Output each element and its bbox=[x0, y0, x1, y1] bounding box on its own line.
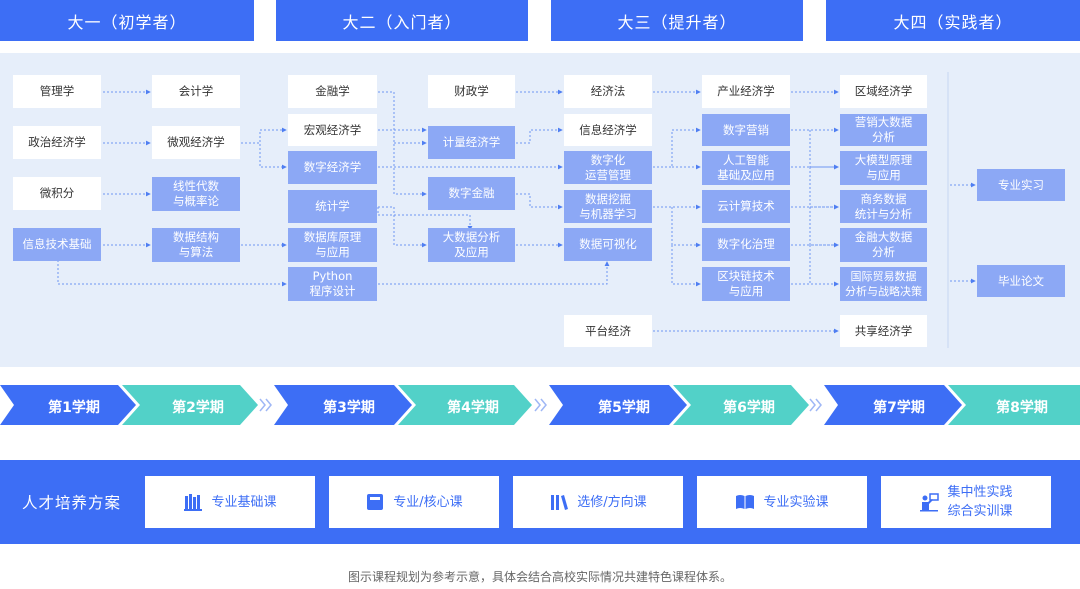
year-header-4: 大四（实践者） bbox=[826, 0, 1080, 41]
books-icon bbox=[184, 494, 203, 511]
semester-arrow-4 bbox=[398, 385, 532, 425]
course-jinrongdashuju: 金融大数据 分析 bbox=[840, 228, 927, 262]
course-yingxiaodashuju: 营销大数据 分析 bbox=[840, 114, 927, 146]
category-label: 选修/方向课 bbox=[577, 494, 647, 510]
course-zhengzhijingjixue: 政治经济学 bbox=[13, 126, 101, 159]
category-label: 专业/核心课 bbox=[393, 494, 463, 510]
semester-label-7: 第7学期 bbox=[873, 400, 925, 416]
course-caizhengxue: 财政学 bbox=[428, 75, 515, 108]
semester-label-1: 第1学期 bbox=[48, 400, 100, 416]
semester-arrow-6 bbox=[673, 385, 809, 425]
course-shujukeshihua: 数据可视化 bbox=[564, 228, 652, 261]
folder-icon bbox=[367, 494, 384, 510]
course-shuzijingjixue: 数字经济学 bbox=[288, 151, 377, 184]
course-damoxing: 大模型原理 与应用 bbox=[840, 151, 927, 185]
course-shuzihuazhili: 数字化治理 bbox=[702, 228, 790, 261]
semester-label-6: 第6学期 bbox=[723, 400, 775, 416]
course-chanyejingjixue: 产业经济学 bbox=[702, 75, 790, 108]
semester-arrow-3 bbox=[274, 385, 412, 425]
course-guojimaoyi: 国际贸易数据 分析与战略决策 bbox=[840, 267, 927, 301]
semester-arrow-1 bbox=[0, 385, 136, 425]
course-shangwushuju: 商务数据 统计与分析 bbox=[840, 190, 927, 223]
course-kuaijixue: 会计学 bbox=[152, 75, 240, 108]
year-header-2: 大二（入门者） bbox=[276, 0, 528, 41]
course-dashujufenxi: 大数据分析 及应用 bbox=[428, 228, 515, 262]
course-zhuanyeshixi: 专业实习 bbox=[977, 169, 1065, 201]
course-python: Python 程序设计 bbox=[288, 267, 377, 301]
category-card-lab: 专业实验课 bbox=[697, 476, 867, 528]
course-weijifen: 微积分 bbox=[13, 177, 101, 210]
course-guanlixue: 管理学 bbox=[13, 75, 101, 108]
footnote: 图示课程规划为参考示意，具体会结合高校实际情况共建特色课程体系。 bbox=[347, 570, 732, 584]
course-xinxijishujichu: 信息技术基础 bbox=[13, 228, 101, 261]
semester-label-5: 第5学期 bbox=[598, 400, 650, 416]
training-plan-bar: 人才培养方案 专业基础课 专业/核心课 选修/方向课 专业实验课 bbox=[0, 460, 1080, 544]
course-weiguanjingjixue: 微观经济学 bbox=[152, 126, 240, 159]
semester-label-2: 第2学期 bbox=[172, 400, 224, 416]
course-jingjifa: 经济法 bbox=[564, 75, 652, 108]
course-qukuailian: 区块链技术 与应用 bbox=[702, 267, 790, 301]
semester-arrow-7 bbox=[824, 385, 962, 425]
chevron-separator-icons bbox=[259, 398, 822, 412]
course-shuziyingxiao: 数字营销 bbox=[702, 114, 790, 146]
category-label: 专业基础课 bbox=[211, 494, 277, 510]
year-header-1: 大一（初学者） bbox=[0, 0, 254, 41]
category-card-core: 专业/核心课 bbox=[329, 476, 499, 528]
open-book-icon bbox=[736, 495, 755, 509]
bookshelf-icon bbox=[551, 495, 569, 510]
semester-arrow-5 bbox=[549, 385, 687, 425]
course-shujujiegou: 数据结构 与算法 bbox=[152, 228, 240, 262]
course-quyujingjixue: 区域经济学 bbox=[840, 75, 927, 108]
semester-label-3: 第3学期 bbox=[323, 400, 375, 416]
semester-label-8: 第8学期 bbox=[996, 400, 1048, 416]
category-card-practice: 集中性实践 综合实训课 bbox=[881, 476, 1051, 528]
course-rengongzhineng: 人工智能 基础及应用 bbox=[702, 151, 790, 185]
course-hongguanjingjixue: 宏观经济学 bbox=[288, 114, 377, 146]
course-tongjixue: 统计学 bbox=[288, 190, 377, 223]
course-biyelunwen: 毕业论文 bbox=[977, 265, 1065, 297]
course-shuzijinrong: 数字金融 bbox=[428, 177, 515, 210]
year-header-3: 大三（提升者） bbox=[551, 0, 803, 41]
course-yunjisuan: 云计算技术 bbox=[702, 190, 790, 223]
presenter-icon bbox=[920, 493, 940, 512]
course-jiliangjingjixue: 计量经济学 bbox=[428, 126, 515, 159]
course-xianxingdaishu: 线性代数 与概率论 bbox=[152, 177, 240, 211]
semester-arrow-8 bbox=[948, 385, 1080, 425]
category-card-foundation: 专业基础课 bbox=[145, 476, 315, 528]
course-shujuwajue: 数据挖掘 与机器学习 bbox=[564, 190, 652, 223]
course-shujukuyuanli: 数据库原理 与应用 bbox=[288, 228, 377, 262]
semester-timeline bbox=[0, 385, 1080, 425]
category-card-elective: 选修/方向课 bbox=[513, 476, 683, 528]
course-xinxijingjixue: 信息经济学 bbox=[564, 114, 652, 146]
category-label: 集中性实践 综合实训课 bbox=[947, 485, 1013, 519]
semester-arrow-2 bbox=[122, 385, 258, 425]
course-gongxiangjingjixue: 共享经济学 bbox=[840, 315, 927, 347]
category-label: 专业实验课 bbox=[763, 494, 829, 510]
course-jinrongxue: 金融学 bbox=[288, 75, 377, 108]
course-shuzihuayunying: 数字化 运营管理 bbox=[564, 151, 652, 184]
course-pingtaijingji: 平台经济 bbox=[564, 315, 652, 347]
training-plan-title: 人才培养方案 bbox=[22, 494, 122, 512]
semester-label-4: 第4学期 bbox=[447, 400, 499, 416]
